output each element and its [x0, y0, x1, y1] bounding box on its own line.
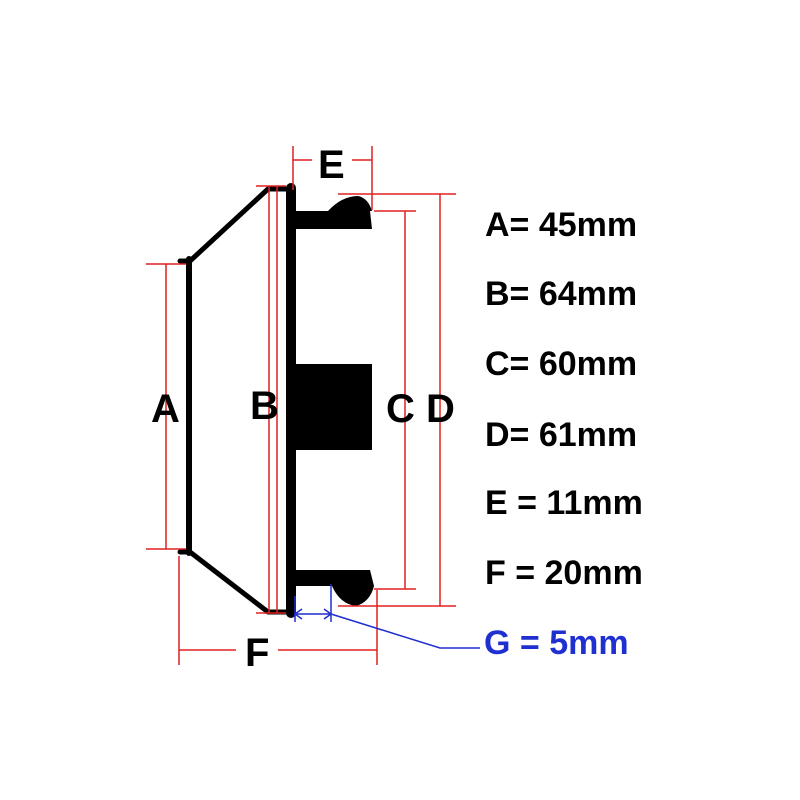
label-a: A	[151, 387, 180, 431]
spec-a: A= 45mm	[485, 206, 637, 244]
spec-b: B= 64mm	[485, 275, 637, 313]
upper-clip	[292, 211, 372, 229]
lower-clip	[292, 570, 374, 586]
spec-c: C= 60mm	[485, 345, 637, 383]
spec-list: A= 45mm B= 64mm C= 60mm D= 61mm E = 11mm…	[484, 206, 643, 662]
clip-group	[292, 196, 374, 606]
lower-clip-hook	[332, 586, 374, 606]
label-b: B	[250, 384, 279, 428]
spec-d: D= 61mm	[485, 416, 637, 454]
dim-g-leader	[330, 613, 480, 649]
shell-lower-slant	[177, 549, 295, 615]
spec-f: F = 20mm	[485, 554, 643, 592]
upper-clip-hook	[328, 196, 372, 211]
label-d: D	[426, 387, 455, 431]
dim-g-arrow-left	[293, 608, 303, 620]
label-c: C	[386, 387, 415, 431]
spec-g: G = 5mm	[484, 624, 629, 662]
spec-e: E = 11mm	[485, 484, 643, 522]
part-outline	[177, 183, 296, 618]
dimension-lines	[146, 146, 456, 665]
shell-upper-slant	[177, 186, 295, 264]
center-boss	[292, 364, 372, 450]
label-e: E	[318, 143, 345, 187]
label-f: F	[245, 631, 269, 675]
dim-g-callout	[293, 584, 480, 649]
